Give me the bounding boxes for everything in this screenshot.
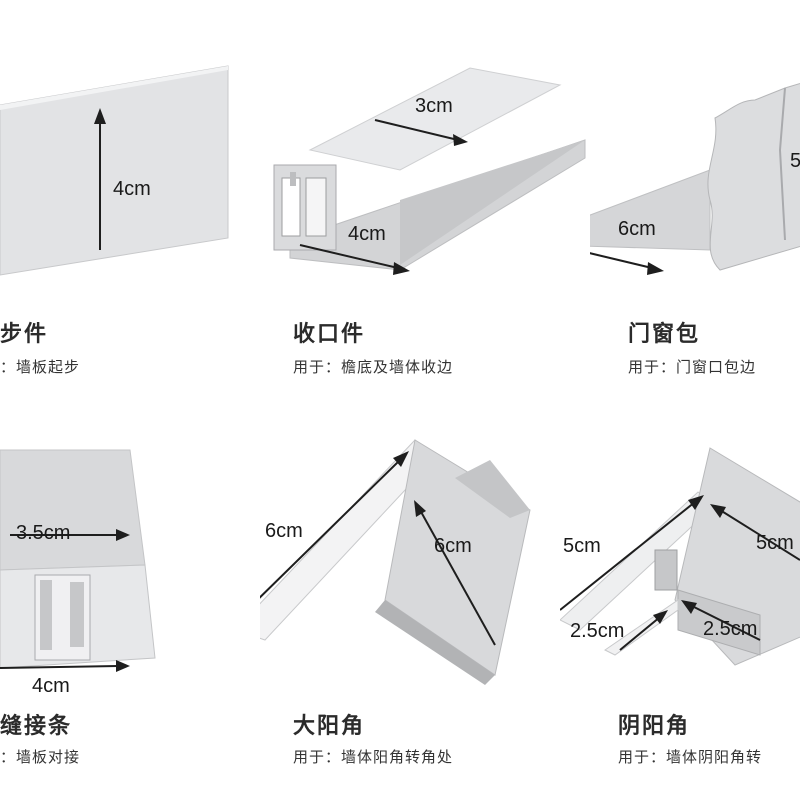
qibu-profile-image xyxy=(0,65,229,276)
dayang-right-label: 6cm xyxy=(434,535,472,557)
product-card-fengjie: 3.5cm 4cm 缝接条 ：墙板对接 xyxy=(0,400,260,800)
yinyang-outer-right-label: 5cm xyxy=(756,532,794,554)
product-card-qibu: 4cm 步件 ：墙板起步 xyxy=(0,0,260,400)
fengjie-profile-image xyxy=(0,449,156,672)
shoukou-profile-image xyxy=(273,67,586,275)
dayang-description: 用于：墙体阳角转角处 xyxy=(293,748,454,766)
product-card-yinyang: 5cm 5cm 2.5cm 2.5cm 阴阳角 用于：墙体阴阳角转 xyxy=(560,400,800,800)
yinyang-inner-right-label: 2.5cm xyxy=(703,618,758,640)
yinyang-inner-left-label: 2.5cm xyxy=(570,620,625,642)
yinyang-profile-image xyxy=(560,447,800,666)
fengjie-depth-label: 4cm xyxy=(32,675,70,697)
menchuang-width-label: 6cm xyxy=(618,218,656,240)
shoukou-description: 用于：檐底及墙体收边 xyxy=(293,358,454,376)
menchuang-description: 用于：门窗口包边 xyxy=(628,358,757,376)
yinyang-description: 用于：墙体阴阳角转 xyxy=(618,748,763,766)
yinyang-title: 阴阳角 xyxy=(618,714,691,739)
qibu-height-label: 4cm xyxy=(113,178,151,200)
product-card-dayang: 6cm 6cm 大阳角 用于：墙体阳角转角处 xyxy=(260,400,560,800)
shoukou-width-label: 3cm xyxy=(415,95,453,117)
qibu-title: 步件 xyxy=(0,322,49,347)
fengjie-description: ：墙板对接 xyxy=(0,748,81,766)
fengjie-title: 缝接条 xyxy=(0,714,73,739)
shoukou-depth-label: 4cm xyxy=(348,223,386,245)
product-card-menchuang: 6cm 5 门窗包 用于：门窗口包边 xyxy=(590,0,800,400)
menchuang-profile-image xyxy=(590,82,800,275)
fengjie-width-label: 3.5cm xyxy=(16,522,71,544)
product-card-shoukou: 3cm 4cm 收口件 用于：檐底及墙体收边 xyxy=(260,0,590,400)
dayang-profile-image xyxy=(260,439,531,685)
yinyang-outer-left-label: 5cm xyxy=(563,535,601,557)
shoukou-title: 收口件 xyxy=(293,322,366,347)
menchuang-title: 门窗包 xyxy=(628,322,701,347)
dayang-title: 大阳角 xyxy=(293,714,366,739)
menchuang-height-label: 5 xyxy=(790,150,800,172)
dayang-left-label: 6cm xyxy=(265,520,303,542)
qibu-description: ：墙板起步 xyxy=(0,358,81,376)
